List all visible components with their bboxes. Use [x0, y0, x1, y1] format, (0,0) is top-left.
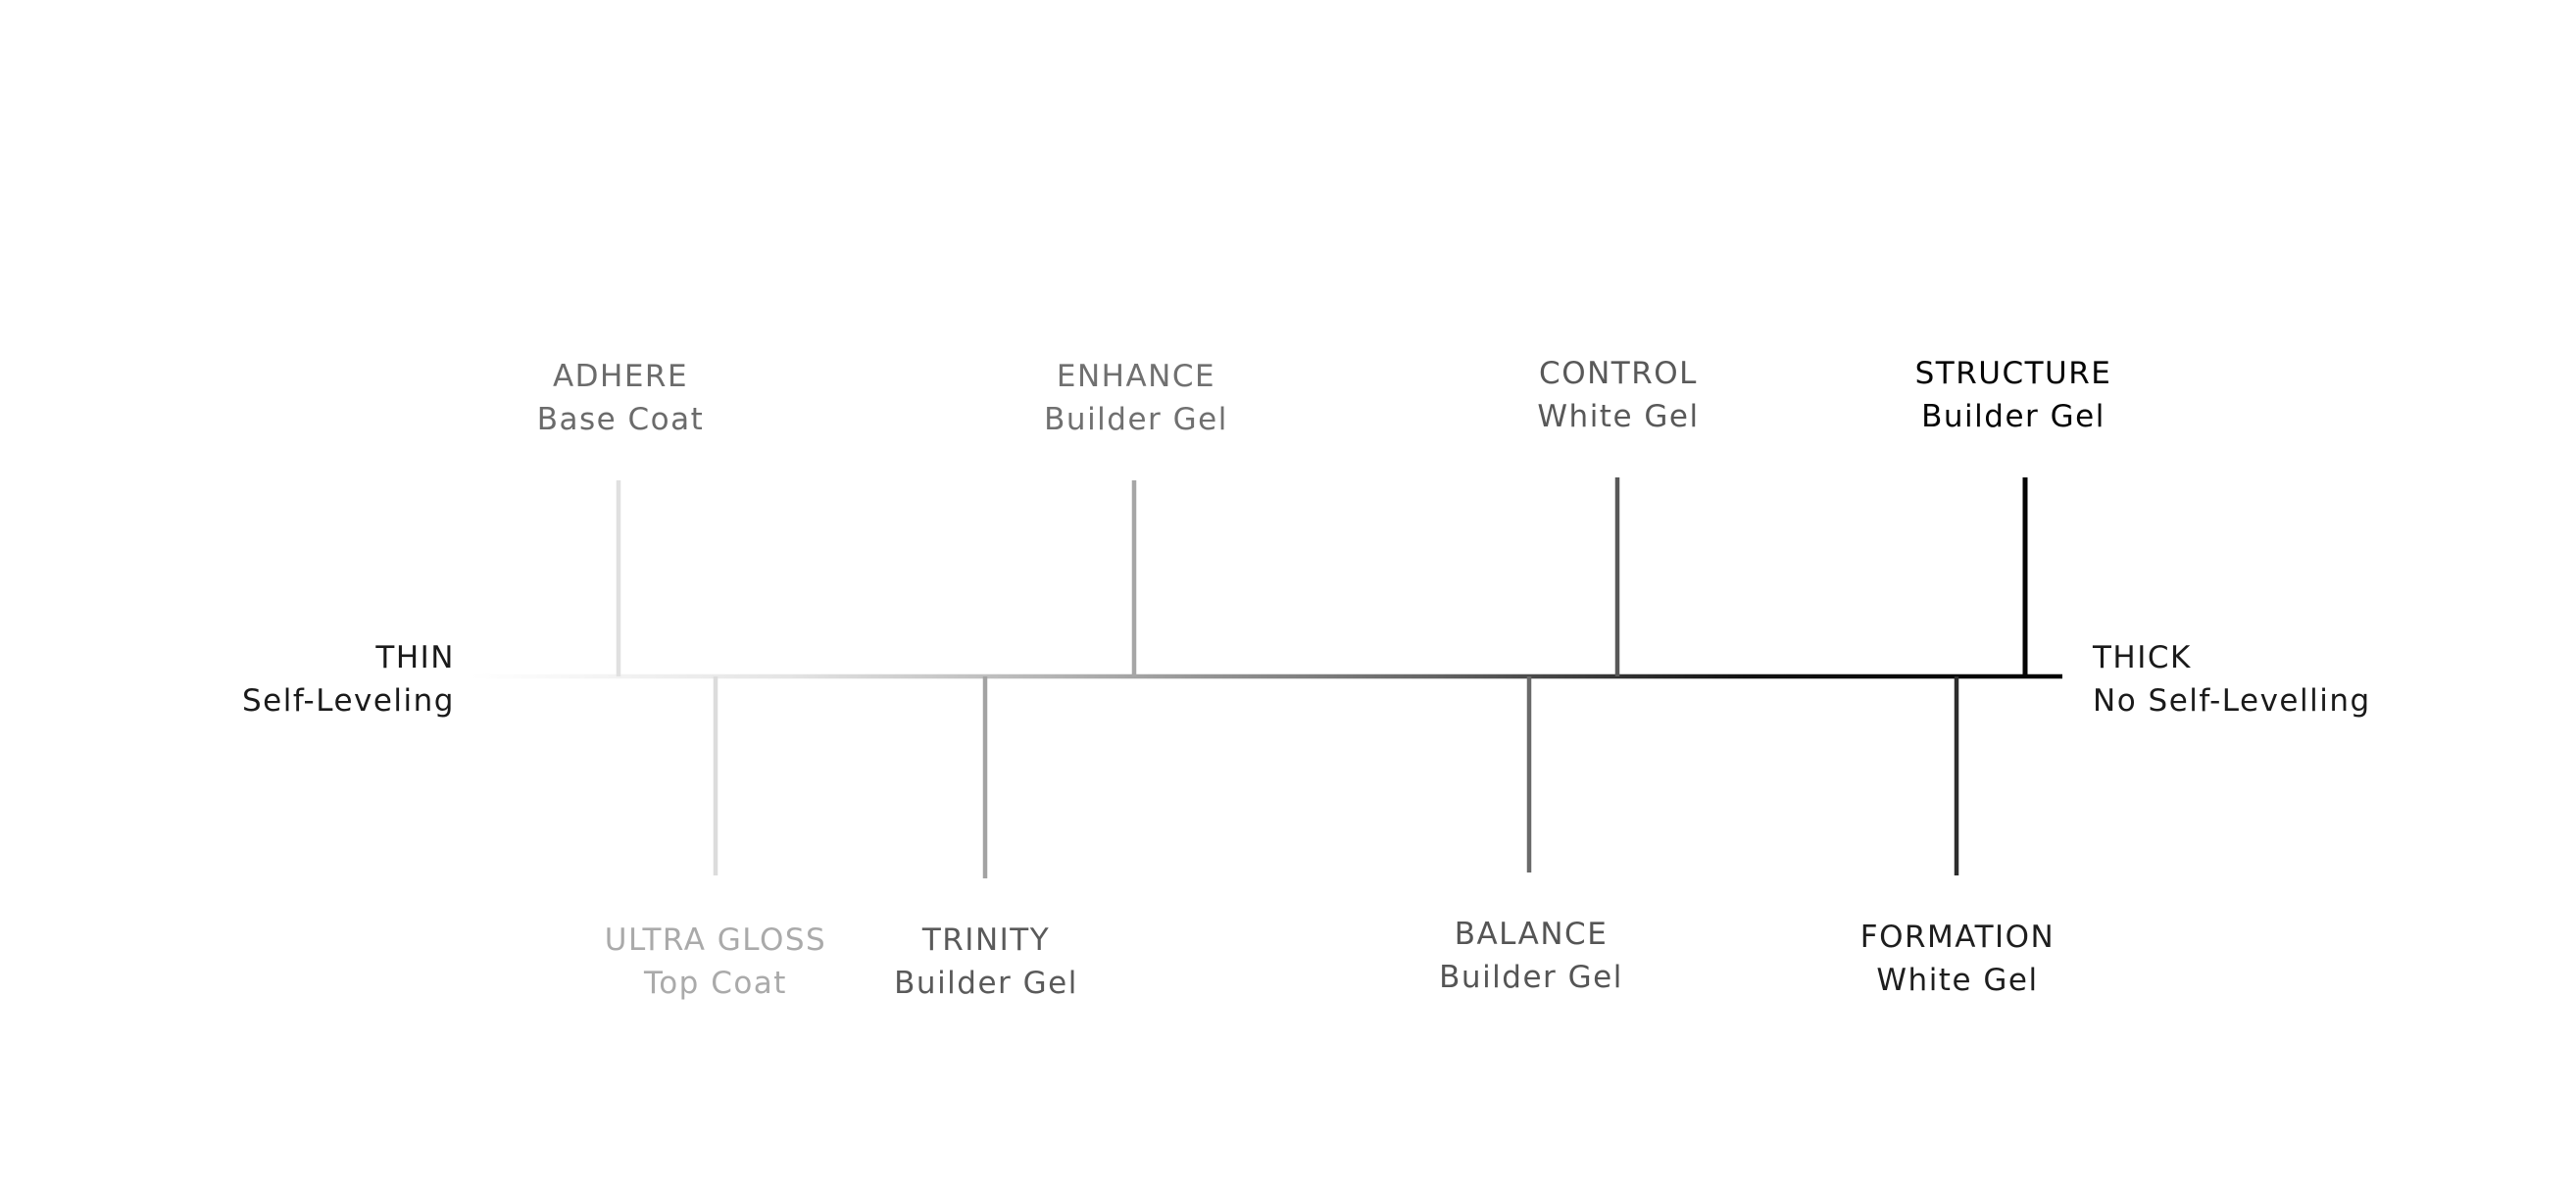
thin-end-label: THIN Self-Leveling: [242, 636, 455, 723]
thick-end-label: THICK No Self-Levelling: [2093, 636, 2371, 723]
product-name: BALANCE: [1454, 917, 1609, 952]
product-type: Top Coat: [644, 966, 787, 1001]
product-name: ULTRA GLOSS: [604, 922, 827, 958]
product-type: Builder Gel: [1921, 399, 2105, 434]
product-type: Base Coat: [536, 402, 705, 437]
product-label-adhere: ADHERE Base Coat: [537, 355, 705, 441]
product-type: Builder Gel: [894, 966, 1078, 1001]
product-label-control: CONTROL White Gel: [1537, 352, 1699, 438]
product-name: ADHERE: [552, 359, 689, 394]
product-label-ultra-gloss: ULTRA GLOSS Top Coat: [605, 919, 826, 1005]
product-name: FORMATION: [1859, 920, 2056, 955]
product-label-formation: FORMATION White Gel: [1860, 916, 2056, 1002]
thin-sublabel: Self-Leveling: [241, 683, 455, 719]
product-label-balance: BALANCE Builder Gel: [1439, 913, 1623, 999]
product-name: TRINITY: [921, 922, 1051, 958]
product-type: Builder Gel: [1044, 402, 1228, 437]
product-name: ENHANCE: [1056, 359, 1216, 394]
product-name: STRUCTURE: [1914, 356, 2112, 391]
product-type: White Gel: [1876, 963, 2039, 998]
product-ticks: [616, 477, 2028, 878]
product-type: White Gel: [1537, 399, 1700, 434]
thick-sublabel: No Self-Levelling: [2093, 683, 2371, 719]
thick-label: THICK: [2093, 640, 2192, 675]
thin-label: THIN: [375, 640, 455, 675]
product-name: CONTROL: [1539, 356, 1698, 391]
product-label-trinity: TRINITY Builder Gel: [894, 919, 1078, 1005]
product-label-enhance: ENHANCE Builder Gel: [1044, 355, 1228, 441]
product-label-structure: STRUCTURE Builder Gel: [1915, 352, 2112, 438]
product-type: Builder Gel: [1439, 960, 1623, 995]
